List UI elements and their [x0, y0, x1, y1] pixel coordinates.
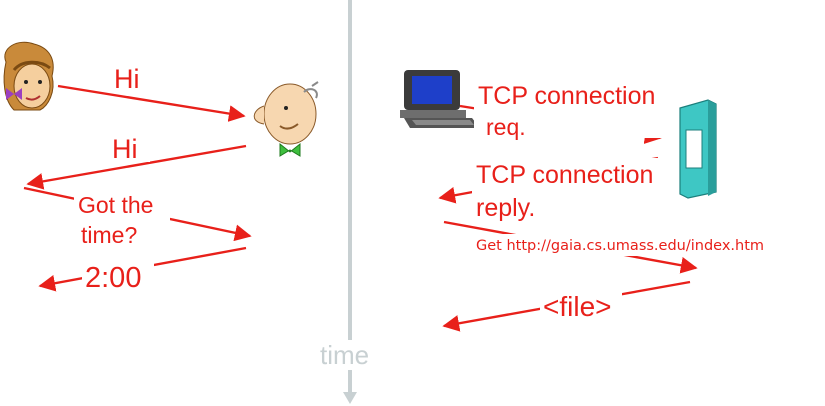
woman-icon	[3, 41, 54, 111]
time-axis: time	[320, 0, 369, 404]
label-get-request: Get http://gaia.cs.umass.edu/index.htm	[476, 238, 764, 254]
label-file-reply: <file>	[543, 291, 612, 322]
label-tcp-req-1: TCP connection	[478, 82, 655, 110]
label-got-time-2: time?	[81, 222, 137, 248]
arrow-down-icon	[343, 392, 357, 404]
label-tcp-req-2: req.	[486, 114, 526, 140]
network-labels: TCP connection req. TCP connection reply…	[472, 82, 824, 324]
label-tcp-reply-2: reply.	[476, 194, 535, 222]
label-got-time-1: Got the	[78, 192, 153, 218]
label-hi-1: Hi	[114, 64, 140, 94]
label-tcp-reply-1: TCP connection	[476, 161, 653, 189]
human-labels: Hi Hi Got the time? 2:00	[74, 62, 170, 294]
server-icon	[679, 99, 717, 199]
arrow-hi-1	[57, 84, 246, 122]
label-time-reply: 2:00	[85, 262, 141, 294]
time-label: time	[320, 340, 369, 370]
label-hi-2: Hi	[112, 134, 138, 164]
human-messages	[23, 84, 252, 292]
man-icon	[253, 81, 319, 157]
computer-icon	[400, 70, 480, 128]
arrow-hi-2	[26, 144, 247, 190]
